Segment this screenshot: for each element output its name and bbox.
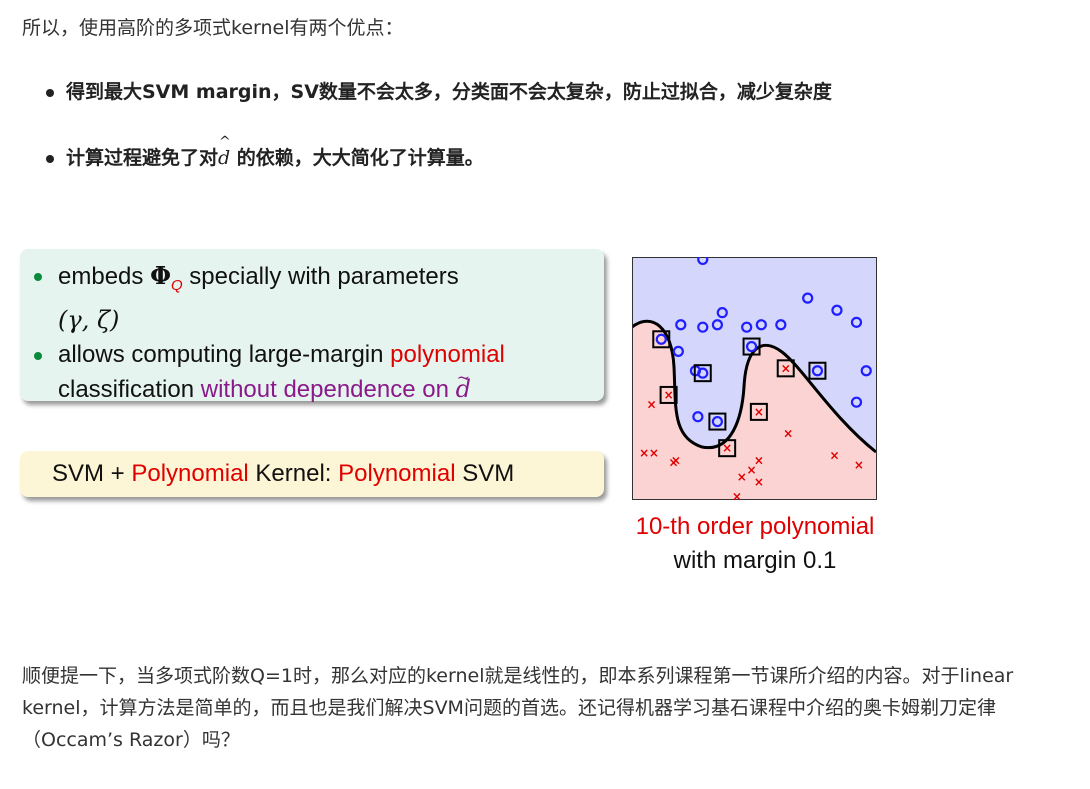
support-vector-box: [808, 361, 827, 380]
negative-point: ×: [754, 453, 764, 467]
positive-point: [860, 365, 872, 377]
support-vector-box: [652, 330, 671, 349]
negative-point: ×: [668, 456, 678, 470]
negative-point: ×: [829, 448, 839, 462]
positive-point: [745, 340, 758, 353]
support-vector-box: [742, 337, 761, 356]
negative-point: ×: [854, 458, 864, 472]
params: (γ, ζ): [58, 305, 120, 334]
positive-point: [716, 307, 728, 319]
positive-point: [775, 319, 787, 331]
negative-point: ×: [646, 398, 656, 412]
yellow-summary-box: SVM + Polynomial Kernel: Polynomial SVM: [20, 451, 604, 497]
advantage-item-2: 计算过程避免了对^d 的依赖，大大简化了计算量。: [46, 134, 832, 178]
positive-point: [850, 396, 863, 408]
support-vector-box: [749, 402, 768, 421]
d-hat-symbol: ^d: [218, 134, 231, 169]
support-vector-box: [776, 359, 795, 378]
negative-point: ×: [649, 446, 659, 460]
advantage-item-1: 得到最大SVM margin，SV数量不会太多，分类面不会太复杂，防止过拟合，减…: [46, 72, 832, 112]
positive-point: [741, 321, 753, 333]
intro-paragraph: 所以，使用高阶的多项式kernel有两个优点：: [22, 17, 404, 39]
negative-point: ×: [754, 405, 764, 419]
advantage-item-2-after: 的依赖，大大简化了计算量。: [230, 147, 484, 169]
d-tilde-symbol: ~d: [455, 367, 471, 403]
negative-point: ×: [783, 427, 793, 441]
positive-point: [655, 333, 667, 345]
green-item-1: embeds ΦQ specially with parameters (γ, …: [34, 259, 604, 338]
negative-region: [632, 321, 876, 499]
negative-point: ×: [732, 490, 742, 501]
classification-plot: ×××××××××××××××××: [632, 257, 877, 501]
positive-point: [711, 319, 724, 331]
slide-figure: embeds ΦQ specially with parameters (γ, …: [20, 245, 900, 585]
outro-paragraph: 顺便提一下，当多项式阶数Q=1时，那么对应的kernel就是线性的，即本系列课程…: [22, 665, 1014, 751]
negative-point: ×: [781, 361, 791, 375]
plot-caption-1: 10-th order polynomial: [635, 513, 875, 540]
negative-point: ×: [664, 388, 674, 402]
positive-point: [831, 304, 843, 316]
decision-boundary: [632, 319, 876, 454]
advantage-item-2-before: 计算过程避免了对: [66, 147, 219, 169]
positive-point: [697, 367, 709, 379]
negative-point: ×: [639, 446, 649, 460]
support-vector-box: [659, 385, 678, 404]
data-points: ×××××××××××××××××: [639, 257, 872, 501]
plot-caption-2: with margin 0.1: [673, 547, 837, 574]
negative-point: ×: [671, 453, 681, 467]
green-item-2: allows computing large-margin polynomial…: [34, 338, 604, 407]
negative-point: ×: [737, 470, 747, 484]
positive-point: [850, 316, 863, 328]
positive-point: [711, 415, 724, 428]
support-vector-box: [693, 364, 712, 383]
negative-point: ×: [754, 475, 764, 489]
negative-point: ×: [722, 441, 732, 455]
positive-point: [811, 365, 824, 377]
support-vector-box: [718, 439, 737, 458]
positive-point: [692, 411, 704, 423]
support-vector-box: [708, 412, 727, 431]
positive-point: [672, 345, 684, 357]
positive-point: [697, 257, 709, 266]
positive-point: [802, 292, 814, 304]
negative-point: ×: [747, 463, 757, 477]
advantages-list: 得到最大SVM margin，SV数量不会太多，分类面不会太复杂，防止过拟合，减…: [46, 72, 832, 204]
positive-point: [675, 319, 687, 331]
positive-point: [755, 319, 767, 331]
positive-point: [697, 321, 709, 333]
green-summary-box: embeds ΦQ specially with parameters (γ, …: [20, 249, 604, 403]
